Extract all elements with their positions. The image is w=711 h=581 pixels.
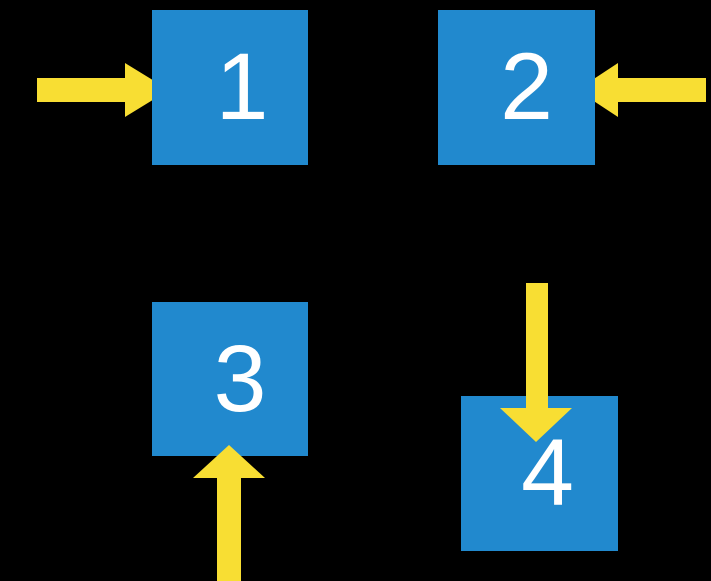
arrow-up-into-node-3 (193, 445, 265, 581)
arrow-right-into-node-1 (37, 63, 169, 117)
node-label-2: 2 (500, 34, 553, 140)
arrow-left-into-node-2 (577, 63, 706, 117)
node-label-3: 3 (213, 325, 267, 432)
node-label-1: 1 (215, 34, 269, 140)
arrow-down-into-node-4 (500, 283, 572, 442)
node-box-3[interactable] (152, 302, 308, 456)
node-box-2[interactable] (438, 10, 595, 165)
node-box-1[interactable] (152, 10, 308, 165)
node-label-4: 4 (521, 420, 574, 526)
